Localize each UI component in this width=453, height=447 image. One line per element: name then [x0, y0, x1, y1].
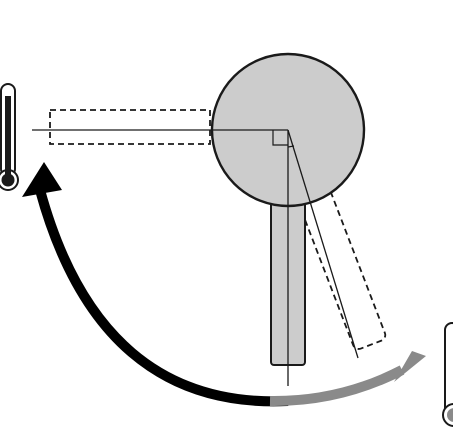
thermometer-icon-hot [442, 322, 453, 427]
thermometer-icon-cold [0, 83, 19, 191]
handle-ghost-left [49, 109, 211, 145]
hot-direction-arc [269, 365, 405, 407]
angle-tick [287, 145, 295, 148]
angled-reference-line [287, 129, 359, 359]
right-angle-marker [272, 130, 288, 146]
cold-arrowhead-icon [22, 162, 62, 197]
hot-arrowhead-icon [394, 351, 426, 382]
cold-direction-arc [35, 188, 289, 407]
